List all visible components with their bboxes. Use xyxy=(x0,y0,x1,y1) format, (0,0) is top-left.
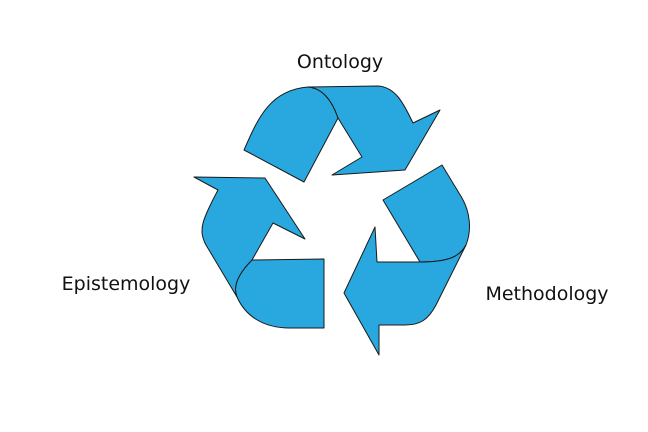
right-arrow-head xyxy=(343,226,467,356)
top-arrow xyxy=(243,85,441,183)
right-arrow xyxy=(343,164,470,356)
label-methodology: Methodology xyxy=(485,283,609,305)
label-ontology: Ontology xyxy=(296,51,384,73)
label-epistemology: Epistemology xyxy=(61,273,191,295)
left-arrow-head xyxy=(193,176,306,298)
right-arrow-tail xyxy=(382,164,470,263)
left-arrow-tail xyxy=(235,258,325,329)
top-arrow-head xyxy=(307,85,441,176)
top-arrow-tail xyxy=(243,86,339,183)
left-arrow xyxy=(193,176,325,329)
